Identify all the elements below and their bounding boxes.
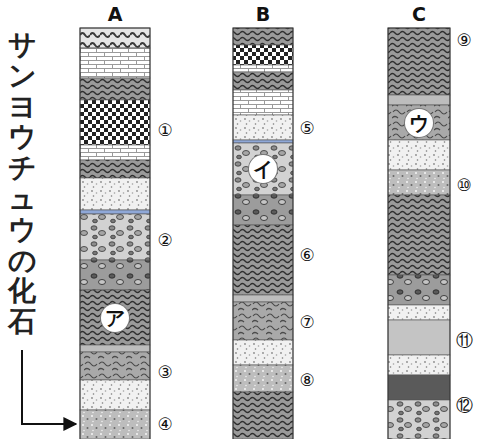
rock-layer	[80, 260, 150, 290]
callout-number: ⑥	[299, 245, 314, 265]
rock-layer	[233, 392, 293, 439]
rock-layer	[233, 365, 293, 392]
rock-layer	[233, 28, 293, 45]
rock-layer	[80, 410, 150, 439]
rock-layer	[80, 48, 150, 78]
column-heading: A	[108, 3, 123, 25]
rock-layer	[388, 95, 450, 105]
rock-layer	[233, 140, 293, 143]
rock-layer	[388, 400, 450, 439]
rock-layer	[388, 140, 450, 170]
rock-layer	[80, 28, 150, 48]
fossil-layer-band: ウ	[388, 105, 450, 140]
callout-number: ②	[157, 230, 172, 250]
rock-layer	[80, 352, 150, 380]
rock-layer	[80, 345, 150, 352]
rock-layer	[80, 290, 150, 345]
column-heading: B	[256, 3, 270, 25]
callout-number: ⑤	[299, 118, 314, 138]
rock-layer	[388, 170, 450, 195]
rock-layer	[80, 214, 150, 260]
rock-layer	[233, 225, 293, 295]
rock-layer	[80, 145, 150, 160]
column-outline	[80, 28, 150, 439]
rock-layer	[388, 320, 450, 355]
rock-layer	[388, 195, 450, 275]
rock-layer	[388, 28, 450, 95]
callout-number: ④	[157, 414, 172, 434]
rock-layer	[233, 143, 293, 195]
callout-number: ⑧	[299, 370, 314, 390]
rock-layer	[80, 160, 150, 178]
rock-layer	[388, 275, 450, 305]
fossil-caption: サンヨウチュウの化石	[8, 30, 36, 338]
rock-layer	[388, 375, 450, 400]
callout-number: ⑪	[456, 329, 473, 352]
rock-layer	[80, 78, 150, 100]
rock-layer	[233, 295, 293, 302]
rock-layer	[388, 105, 450, 140]
rock-layer	[80, 210, 150, 214]
rock-layer	[233, 115, 293, 140]
fossil-layer-band: ア	[80, 290, 150, 345]
rock-layer	[388, 305, 450, 320]
rock-layer	[233, 302, 293, 340]
callout-number: ⑫	[456, 394, 473, 417]
rock-layer	[233, 45, 293, 65]
rock-layer	[80, 380, 150, 410]
rock-layer	[233, 340, 293, 365]
rock-layer	[80, 100, 150, 145]
callout-number: ⑦	[299, 312, 314, 332]
callout-number: ③	[157, 362, 172, 382]
layer-mark: ウ	[405, 109, 433, 137]
rock-layer	[388, 355, 450, 375]
rock-layer	[233, 65, 293, 72]
rock-layer	[80, 178, 150, 210]
column-heading: C	[412, 3, 426, 25]
fossil-layer-band: イ	[233, 143, 293, 195]
column-outline	[233, 28, 293, 439]
pointer-arrow	[22, 350, 76, 424]
column-outline	[388, 28, 450, 439]
rock-layer	[233, 195, 293, 225]
layer-mark: イ	[249, 155, 277, 183]
callout-number: ⑩	[456, 175, 471, 195]
layer-mark: ア	[101, 304, 129, 332]
rock-layer	[233, 90, 293, 115]
callout-number: ①	[157, 120, 172, 140]
callout-number: ⑨	[456, 30, 471, 50]
rock-layer	[233, 72, 293, 90]
